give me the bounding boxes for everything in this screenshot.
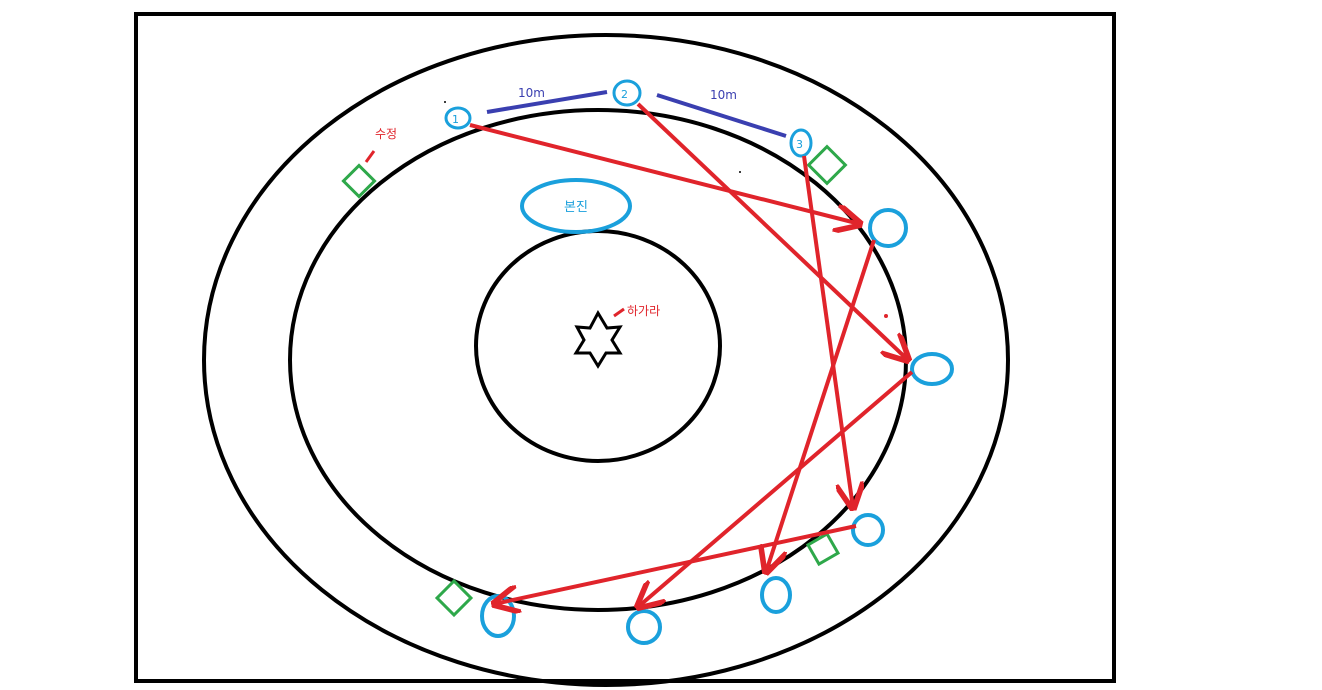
movement-arrows [469,102,914,607]
watch-post-label: 수정 [375,127,397,141]
distance-line-right [656,93,787,138]
arrow-3-down [802,155,853,508]
marker-3-label: 3 [796,138,803,151]
diamond-icon [806,144,848,186]
main-camp [520,178,632,234]
distance-line-left [486,90,608,114]
outer-ring [202,33,1010,687]
destination-circle [851,513,885,547]
stray-dot [739,171,741,173]
diamond-icon [434,578,474,618]
marker-3 [789,128,813,158]
destination-circle [626,609,662,645]
diamond-icon [341,163,377,199]
six-point-star-icon [573,309,623,369]
arrow-1-to-right [469,123,860,224]
stray-dot [444,101,446,103]
diamond-icon [805,531,841,567]
destination-circle [760,576,792,614]
arrow-bottom-right-left [494,524,857,604]
frame [134,12,1116,683]
destination-circle [910,352,954,386]
marker-1 [444,106,472,130]
marker-2-label: 2 [621,88,628,101]
main-camp-label: 본진 [564,200,588,215]
distance-label-right: 10m [710,88,737,102]
marker-2 [612,79,642,107]
distance-label-left: 10m [518,86,545,100]
destination-circle [868,208,908,248]
marker-1-label: 1 [452,113,459,126]
watch-post-tick [364,150,376,163]
arrow-right-down-left [638,370,914,607]
arrow-2-to-right [636,102,908,360]
center-target-label: 하가라 [627,304,660,318]
stray-dot [884,314,888,318]
inner-ring [474,229,722,463]
arrow-top-right-down [766,239,876,572]
center-label-tick [613,307,625,318]
